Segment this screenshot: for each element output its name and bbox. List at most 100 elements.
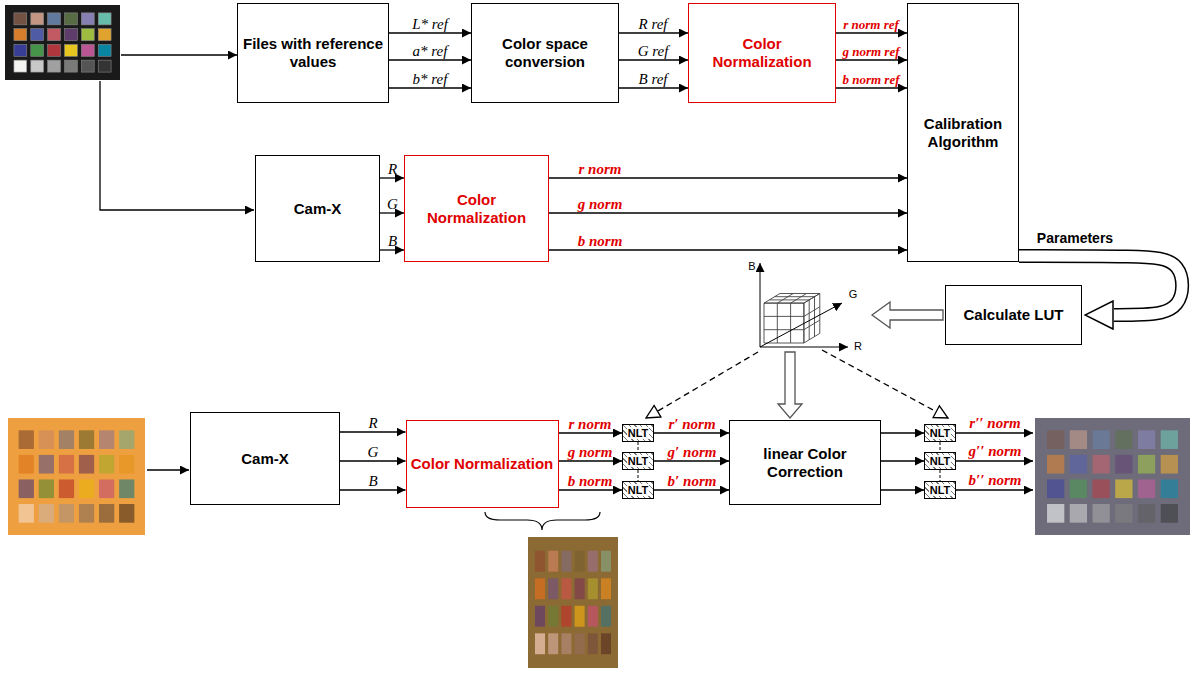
connector xyxy=(380,213,404,214)
cube-line xyxy=(790,303,791,343)
connector-line xyxy=(380,249,404,250)
color-patch xyxy=(79,479,94,498)
connector-line xyxy=(881,460,924,461)
color-patch xyxy=(119,504,134,523)
color-patch xyxy=(1115,455,1132,474)
color-patch xyxy=(48,13,61,25)
connector xyxy=(559,490,623,491)
signal-label: r norm xyxy=(578,161,623,178)
cube-line xyxy=(775,296,815,297)
input-image xyxy=(8,418,145,535)
cube-line xyxy=(764,303,765,343)
lut-cube xyxy=(760,263,848,347)
color-patch xyxy=(1115,479,1132,498)
nlt-block: NLT xyxy=(924,481,956,499)
color-patch xyxy=(601,551,611,572)
cube-line xyxy=(804,294,820,304)
image-ground xyxy=(1035,418,1190,535)
signal-label: B ref xyxy=(637,71,668,88)
cube-line xyxy=(764,316,804,317)
cube-line xyxy=(804,320,820,330)
signal-label: B xyxy=(367,473,378,490)
connector xyxy=(340,461,406,462)
image-ground xyxy=(8,418,145,535)
connector xyxy=(654,461,729,462)
color-patch xyxy=(1047,430,1064,449)
signal-label: b norm xyxy=(567,473,614,490)
color-patch xyxy=(14,60,27,72)
connector xyxy=(881,490,924,491)
color-patch xyxy=(98,60,111,72)
color-patch xyxy=(1161,455,1178,474)
color-patch xyxy=(79,455,94,474)
connector-line xyxy=(549,177,907,178)
cube-line xyxy=(804,307,820,317)
cube-line xyxy=(764,343,804,344)
signal-label: r′ norm xyxy=(667,416,716,433)
connector xyxy=(389,88,471,89)
connector xyxy=(559,461,623,462)
signal-label: g norm xyxy=(577,196,624,213)
nlt-link xyxy=(638,442,639,452)
connector-line xyxy=(559,432,623,433)
signal-label: g norm xyxy=(567,444,614,461)
connector-line xyxy=(559,460,623,461)
box-label: Color space conversion xyxy=(476,35,614,71)
color-patch xyxy=(119,455,134,474)
color-patch xyxy=(19,455,34,474)
connector-line xyxy=(389,32,471,33)
process-box: Calibration Algorithm xyxy=(907,3,1019,262)
cube-line xyxy=(764,329,804,330)
cube-line xyxy=(764,303,804,304)
nlt-block: NLT xyxy=(924,452,956,470)
signal-label: Parameters xyxy=(1036,231,1114,246)
connector-line xyxy=(654,432,729,433)
color-patch xyxy=(1092,479,1109,498)
cube-axis xyxy=(760,347,848,348)
color-patch xyxy=(1161,504,1178,523)
axis-label: B xyxy=(747,260,756,272)
connector-line xyxy=(340,460,406,461)
connector-line xyxy=(836,32,907,33)
color-patch xyxy=(588,606,598,627)
box-label: linear Color Correction xyxy=(734,445,876,481)
nlt-block: NLT xyxy=(622,452,654,470)
signal-label: r norm xyxy=(568,416,613,433)
connector xyxy=(340,490,406,491)
color-patch xyxy=(1092,455,1109,474)
signal-label: b* ref xyxy=(412,71,449,88)
lut-dashed-arrow xyxy=(822,350,948,418)
signal-label: r norm ref xyxy=(842,18,900,32)
cube-line xyxy=(777,294,793,304)
color-patch xyxy=(99,455,114,474)
color-patch xyxy=(575,578,585,599)
color-patch xyxy=(1047,455,1064,474)
color-patch xyxy=(535,606,545,627)
connector-line xyxy=(340,431,406,432)
connector xyxy=(836,88,907,89)
connector xyxy=(881,461,924,462)
brace xyxy=(485,512,600,530)
signal-label: R ref xyxy=(637,16,668,33)
connector xyxy=(559,433,623,434)
connector-line xyxy=(559,489,623,490)
nlt-link xyxy=(940,470,941,481)
color-patch xyxy=(98,44,111,56)
input-arrow xyxy=(100,81,254,210)
color-patch xyxy=(1138,455,1155,474)
connector-line xyxy=(549,249,907,250)
image-ground xyxy=(528,537,618,668)
connector xyxy=(619,88,688,89)
box-label: Cam-X xyxy=(241,450,289,468)
box-label: Color Normalization xyxy=(693,35,831,71)
process-box: linear Color Correction xyxy=(729,420,881,505)
color-patch xyxy=(98,13,111,25)
box-label: NLT xyxy=(929,427,952,439)
connector-line xyxy=(619,59,688,60)
color-patch xyxy=(601,633,611,654)
connector xyxy=(654,490,729,491)
image-ground xyxy=(5,5,120,80)
color-patch xyxy=(39,504,54,523)
